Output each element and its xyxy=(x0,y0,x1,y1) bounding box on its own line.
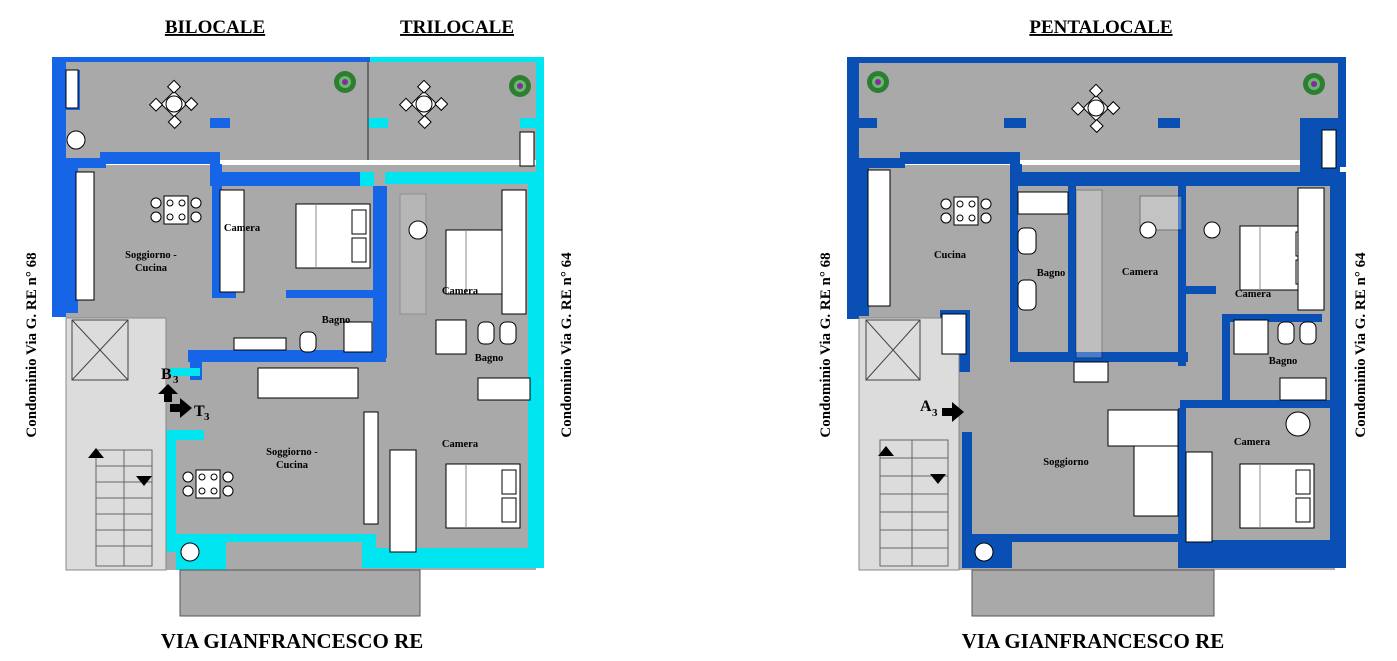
neighbor-right-label-2: Condominio Via G. RE n° 64 xyxy=(1353,252,1369,438)
label-camera-bilocale: Camera xyxy=(224,223,261,234)
label-cucina-trilocale: Cucina xyxy=(276,460,309,471)
title-pentalocale: PENTALOCALE xyxy=(1029,17,1172,38)
entrance-t-sub: 3 xyxy=(204,411,210,423)
label-soggiorno-cucina-bilocale: Soggiorno - xyxy=(125,250,177,261)
label-soggiorno-cucina-trilocale: Soggiorno - xyxy=(266,447,318,458)
neighbor-left-label-2: Condominio Via G. RE n° 68 xyxy=(818,252,834,437)
left-plan: Camera Bagno Soggiorno - Cucina Camera B… xyxy=(52,57,544,617)
label-bagno-bilocale: Bagno xyxy=(322,315,351,326)
label-cucina-bilocale: Cucina xyxy=(135,263,168,274)
neighbor-left-label-1: Condominio Via G. RE n° 68 xyxy=(24,252,40,437)
entrance-b-sub: 3 xyxy=(173,374,179,386)
entrance-a-sub: 3 xyxy=(932,407,938,419)
entrance-t-mark: T xyxy=(194,403,205,420)
entrance-b-mark: B xyxy=(161,366,172,383)
title-bilocale: BILOCALE xyxy=(165,17,265,38)
label-camera-pentalocale-1: Camera xyxy=(1122,267,1159,278)
street-label-right: VIA GIANFRANCESCO RE xyxy=(962,629,1225,653)
label-camera-pentalocale-2: Camera xyxy=(1235,289,1272,300)
right-plan: Cucina Bagno Camera Camera Bagno Camera … xyxy=(847,57,1346,617)
label-cucina-pentalocale: Cucina xyxy=(934,250,967,261)
label-soggiorno-pentalocale: Soggiorno xyxy=(1043,457,1089,468)
label-camera-trilocale-1: Camera xyxy=(442,286,479,297)
label-bagno-pentalocale-2: Bagno xyxy=(1269,356,1298,367)
label-bagno-trilocale: Bagno xyxy=(475,353,504,364)
neighbor-right-label-1: Condominio Via G. RE n° 64 xyxy=(559,252,575,438)
entrance-a-mark: A xyxy=(920,398,932,415)
street-label-left: VIA GIANFRANCESCO RE xyxy=(161,629,424,653)
title-trilocale: TRILOCALE xyxy=(400,17,514,38)
label-camera-pentalocale-3: Camera xyxy=(1234,437,1271,448)
label-camera-trilocale-2: Camera xyxy=(442,439,479,450)
label-bagno-pentalocale-1: Bagno xyxy=(1037,268,1066,279)
